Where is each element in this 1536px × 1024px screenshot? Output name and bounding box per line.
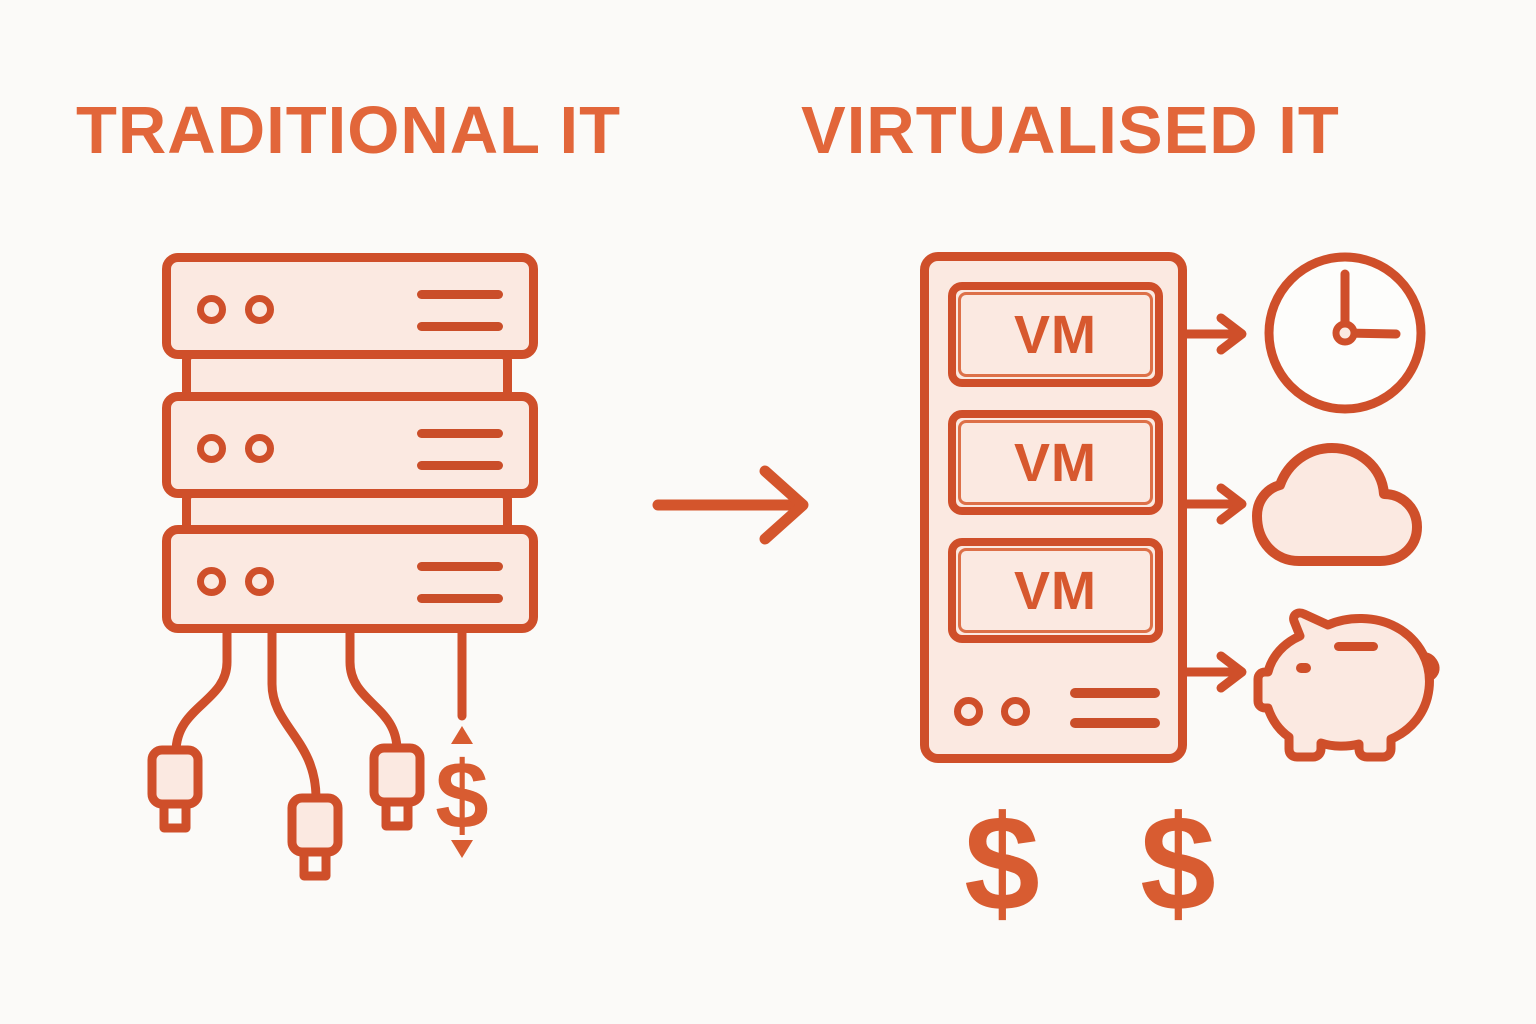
status-leds	[954, 697, 1030, 726]
left-title: TRADITIONAL IT	[76, 93, 621, 168]
vent-lines-icon	[417, 562, 503, 603]
dollar-sign: $	[964, 787, 1040, 939]
vent-lines-icon	[417, 290, 503, 331]
vm-box: VM	[948, 282, 1163, 387]
led-icon	[245, 295, 274, 324]
flow-arrow-icon	[1180, 313, 1247, 355]
piggy-coin-slot	[1334, 642, 1378, 651]
server-unit	[162, 525, 538, 633]
right-title: VIRTUALISED IT	[801, 93, 1340, 168]
led-icon	[245, 567, 274, 596]
dollar-fluctuation-icon: $	[435, 726, 489, 858]
cable	[267, 625, 321, 803]
clock-icon	[1264, 252, 1426, 414]
arrow-down-tip	[451, 840, 473, 858]
transformation-arrow-icon	[652, 465, 809, 545]
vent-lines-icon	[417, 429, 503, 470]
vm-box: VM	[948, 410, 1163, 515]
arrow-up-tip	[451, 726, 473, 744]
usb-plug-icon	[147, 745, 203, 833]
dollar-sign: $	[1140, 787, 1216, 939]
status-leds	[197, 434, 274, 463]
led-icon	[197, 434, 226, 463]
vm-label: VM	[1014, 560, 1097, 621]
cloud-icon	[1252, 443, 1422, 566]
vm-label: VM	[1014, 304, 1097, 365]
vent-lines-icon	[1070, 688, 1160, 728]
vm-label: VM	[1014, 432, 1097, 493]
led-icon	[197, 295, 226, 324]
led-icon	[197, 567, 226, 596]
cable	[345, 625, 402, 755]
status-leds	[197, 567, 274, 596]
flow-arrow-icon	[1180, 651, 1247, 693]
piggy-bank-icon	[1253, 608, 1440, 762]
server-unit	[162, 392, 538, 498]
vm-box-inner	[958, 420, 1153, 505]
piggy-eye	[1296, 663, 1311, 673]
vm-box-inner	[958, 292, 1153, 377]
usb-plug-icon	[287, 793, 343, 881]
cable	[171, 625, 232, 757]
led-icon	[1001, 697, 1030, 726]
status-leds	[197, 295, 274, 324]
power-cables	[171, 625, 467, 803]
vm-box: VM	[948, 538, 1163, 643]
server-unit	[162, 253, 538, 359]
led-icon	[954, 697, 983, 726]
led-icon	[245, 434, 274, 463]
virtual-server-tower: VM VM VM	[920, 252, 1187, 763]
usb-plug-icon	[369, 743, 425, 831]
flow-arrow-icon	[1180, 483, 1247, 525]
piggy-body	[1253, 608, 1434, 762]
dollar-symbol: $	[435, 742, 488, 849]
vm-box-inner	[958, 548, 1153, 633]
